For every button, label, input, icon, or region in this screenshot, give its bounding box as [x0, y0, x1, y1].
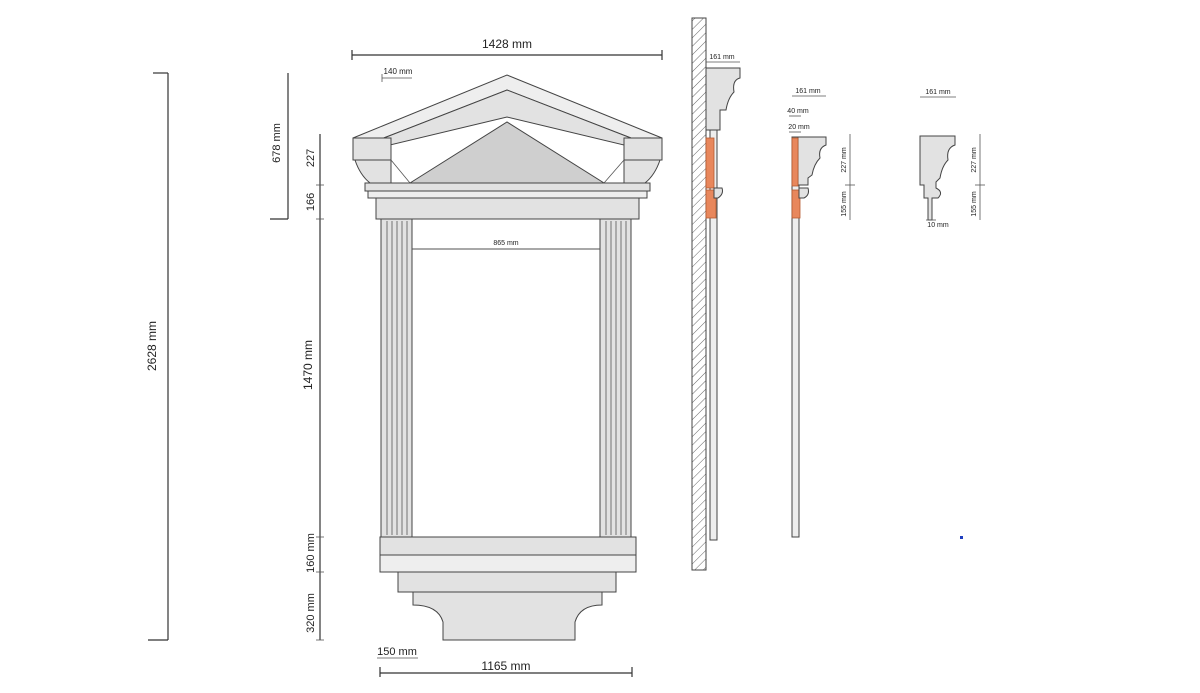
cornice-overhang-label: 140 mm: [384, 67, 413, 76]
profile3-10-label: 10 mm: [927, 222, 949, 229]
profile3-155-label: 155 mm: [971, 191, 978, 216]
profile3-depth-label: 161 mm: [925, 89, 950, 96]
profile2-227-label: 227 mm: [841, 147, 848, 172]
cornice-lower-band: [367, 190, 648, 199]
cornice-right-block: [623, 137, 663, 161]
window-sill-lower: [379, 554, 637, 573]
profile2-155-label: 155 mm: [841, 191, 848, 216]
pediment-width-label: 1428 mm: [482, 37, 532, 51]
profile2-sill: [798, 187, 809, 199]
pediment-height-label: 678 mm: [271, 123, 283, 163]
section-orange-block-upper: [705, 137, 715, 189]
blue-marker: [960, 536, 963, 539]
dimension-pediment-width: 1428 mm: [351, 37, 663, 60]
window-opening: [411, 248, 601, 538]
window-sill: [379, 536, 637, 556]
sill-height-label: 160 mm: [305, 533, 317, 573]
frieze: [375, 197, 640, 220]
dimension-total-height: 2628 mm: [145, 72, 169, 641]
dimension-right-column: 227 166 1470 mm 160 mm 320 mm: [301, 134, 324, 641]
opening-width-label: 865 mm: [493, 240, 518, 247]
section-depth-label: 161 mm: [709, 54, 734, 61]
dimension-column-width: 150 mm: [377, 646, 418, 659]
front-elevation: 865 mm: [352, 74, 663, 641]
wall-section: 161 mm: [691, 17, 741, 571]
dimension-cornice-overhang: 140 mm: [381, 67, 413, 82]
cornice-band: [364, 182, 651, 192]
frieze-166-label: 166: [305, 193, 317, 211]
dimension-pediment-height: 678 mm: [270, 73, 289, 220]
profile3-227-label: 227 mm: [971, 147, 978, 172]
profile2-20-label: 20 mm: [788, 124, 810, 131]
cornice-left-cyma: [354, 159, 392, 184]
bracket-height-label: 320 mm: [305, 593, 317, 633]
cornice-right-cyma: [623, 159, 661, 184]
profile-three: 161 mm 10 mm 227 mm 155 mm: [919, 89, 985, 229]
profile-two: 161 mm 40 mm 20 mm 227 mm 155 mm: [787, 88, 855, 538]
profile2-post: [791, 136, 800, 538]
profile2-orange-upper: [791, 137, 799, 187]
section-orange-block-lower: [705, 189, 717, 219]
total-height-label: 2628 mm: [145, 321, 159, 371]
profile3-cornice: [919, 135, 956, 221]
profile2-cornice: [797, 136, 827, 186]
base-width-label: 1165 mm: [481, 659, 530, 673]
apron-bracket: [412, 591, 603, 641]
section-cornice-profile: [705, 67, 741, 131]
profile2-orange-lower: [791, 189, 801, 219]
section-sill-profile: [713, 187, 723, 199]
profile2-depth-label: 161 mm: [795, 88, 820, 95]
wall-hatch: [691, 17, 707, 571]
dimension-base-width: 1165 mm: [379, 659, 633, 677]
opening-height-label: 1470 mm: [301, 340, 315, 390]
column-width-label: 150 mm: [377, 646, 417, 658]
cornice-left-block: [352, 137, 392, 161]
profile2-40-label: 40 mm: [787, 108, 809, 115]
cornice-227-label: 227: [305, 149, 317, 167]
apron-top: [397, 571, 617, 593]
